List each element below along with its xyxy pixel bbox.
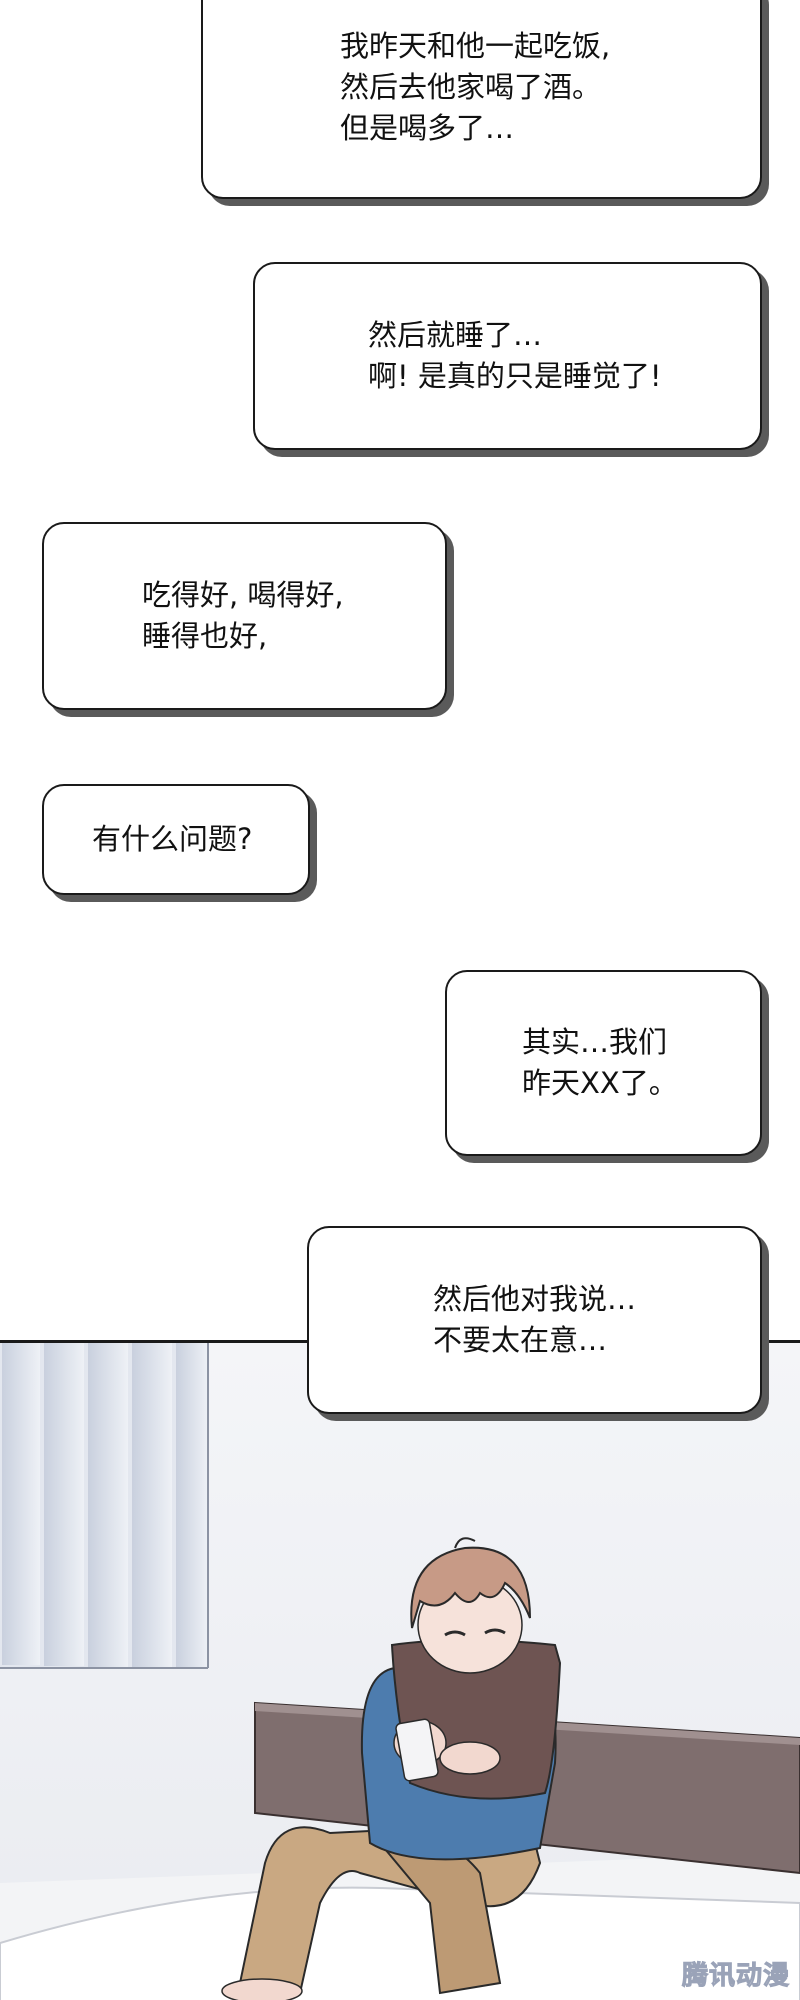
bubble-line: 不要太在意… — [433, 1323, 608, 1357]
bubble-line: 昨天XX了。 — [522, 1066, 678, 1100]
speech-bubble-2: 然后就睡了… 啊! 是真的只是睡觉了! — [253, 262, 762, 450]
bubble-line: 然后就睡了… — [368, 318, 543, 352]
watermark-logo: 腾讯动漫 — [681, 1961, 790, 1992]
bubble-line: 有什么问题? — [92, 822, 253, 856]
bedroom-illustration — [0, 1343, 800, 2000]
hair — [410, 1546, 531, 1629]
bubble-line: 然后他对我说… — [433, 1282, 637, 1316]
phone — [395, 1718, 439, 1782]
bubble-line: 睡得也好, — [142, 619, 268, 653]
speech-bubble-4: 有什么问题? — [42, 784, 310, 895]
speech-bubble-5: 其实…我们 昨天XX了。 — [445, 970, 762, 1156]
comic-panel: 腾讯动漫 — [0, 1340, 800, 2000]
bubble-line: 但是喝多了… — [340, 111, 515, 145]
bubble-line: 其实…我们 — [522, 1025, 668, 1059]
bubble-line: 然后去他家喝了酒。 — [340, 70, 602, 104]
bubble-line: 吃得好, 喝得好, — [142, 578, 344, 612]
window-blinds — [0, 1343, 209, 1669]
speech-bubble-3: 吃得好, 喝得好, 睡得也好, — [42, 522, 447, 710]
bed — [0, 1886, 800, 2000]
bubble-line: 我昨天和他一起吃饭, — [340, 29, 611, 63]
bubble-line: 啊! 是真的只是睡觉了! — [368, 359, 662, 393]
speech-bubble-6: 然后他对我说… 不要太在意… — [307, 1226, 762, 1414]
speech-bubble-1: 我昨天和他一起吃饭, 然后去他家喝了酒。 但是喝多了… — [201, 0, 762, 199]
